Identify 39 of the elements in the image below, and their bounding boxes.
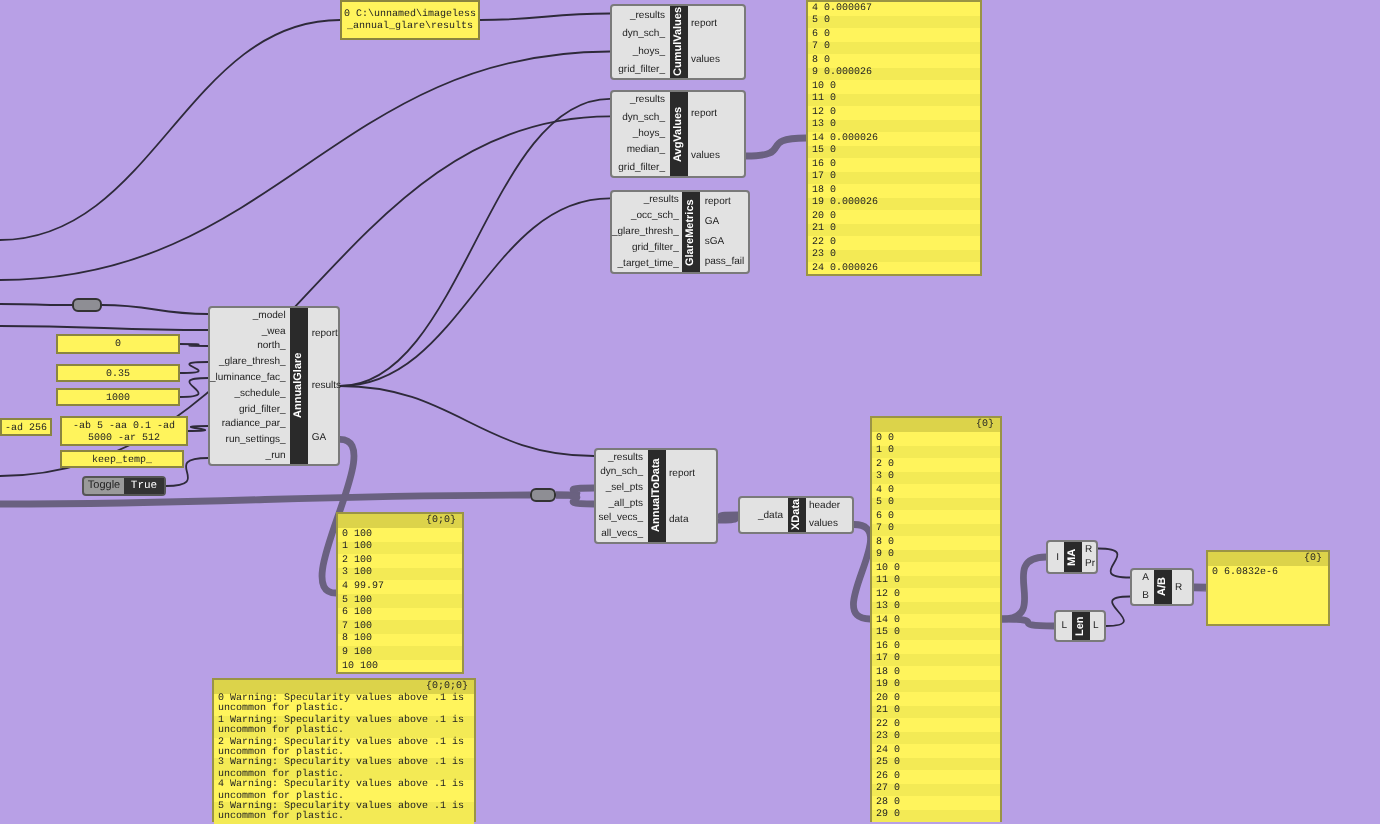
- component-block: [1054, 610, 1106, 642]
- wire: [717, 511, 739, 524]
- wire: [1001, 615, 1055, 630]
- component-block: [610, 90, 746, 178]
- wire: [0, 19, 341, 241]
- wire: [339, 385, 595, 457]
- data-panel: [212, 678, 476, 822]
- component-block: [610, 190, 750, 274]
- wire: [555, 491, 595, 508]
- wire: [0, 491, 530, 508]
- relay-node: [530, 488, 556, 502]
- component-block: [1046, 540, 1098, 574]
- wire: [179, 377, 209, 398]
- toggle-control: [82, 476, 166, 496]
- wire: [165, 457, 209, 487]
- wire: [1097, 547, 1131, 579]
- component-block: [610, 4, 746, 80]
- wire: [0, 325, 209, 331]
- component-block: [738, 496, 854, 534]
- relay-node: [72, 298, 102, 312]
- wire: [479, 12, 611, 21]
- wire: [101, 304, 209, 315]
- data-panel: [336, 512, 464, 674]
- wire: [0, 303, 73, 306]
- wire: [179, 343, 209, 347]
- data-panel: [870, 416, 1002, 822]
- data-panel: [1206, 550, 1330, 626]
- wire: [745, 134, 807, 160]
- component-block: [594, 448, 718, 544]
- wire: [1189, 583, 1211, 592]
- wire: [1105, 595, 1131, 627]
- wire: [0, 50, 611, 281]
- data-panel: [806, 0, 982, 276]
- wire: [179, 361, 209, 374]
- wire: [850, 521, 874, 623]
- component-block: [208, 306, 340, 466]
- component-block: [1130, 568, 1194, 606]
- wire: [319, 436, 357, 597]
- wire: [187, 425, 209, 432]
